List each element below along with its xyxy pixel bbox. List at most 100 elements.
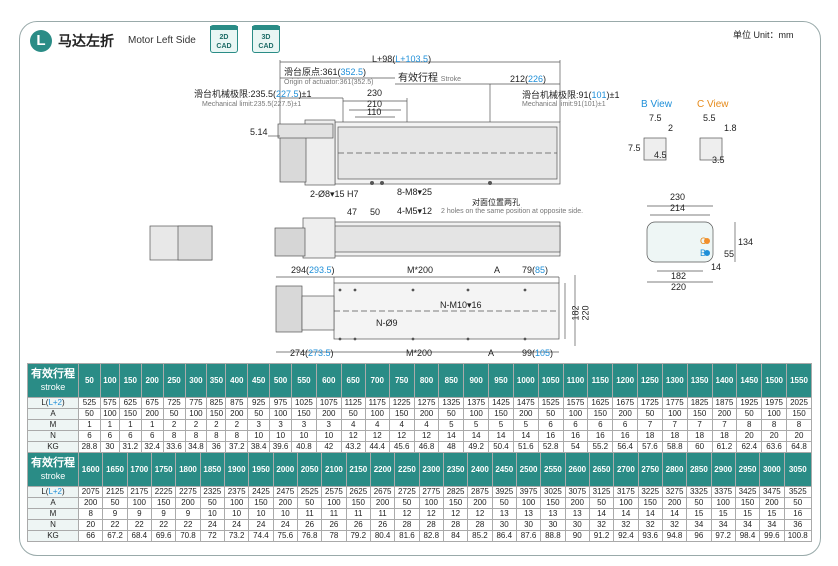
table-cell: 84 — [442, 530, 469, 542]
table-cell: 1525 — [537, 397, 564, 409]
table-cell: 10 — [269, 430, 293, 442]
table-cell: 150 — [248, 497, 274, 509]
table-cell: 48 — [438, 441, 465, 453]
table-cell: 85.2 — [467, 530, 493, 542]
stroke-cell: 1800 — [175, 452, 201, 487]
row-label: M — [27, 419, 79, 431]
stroke-cell: 50 — [78, 363, 101, 398]
table-cell: 63.6 — [761, 441, 787, 453]
table-cell: 12 — [364, 430, 390, 442]
table-cell: 3275 — [661, 486, 688, 498]
table-cell: 8 — [184, 430, 208, 442]
dim-99: 99(105) — [522, 348, 554, 358]
table-cell: 2275 — [175, 486, 201, 498]
end-dim-134: 134 — [738, 237, 754, 247]
end-dim-14: 14 — [711, 262, 722, 272]
table-cell: 200 — [759, 497, 785, 509]
table-cell: 200 — [225, 408, 249, 420]
c-dim-18: 1.8 — [724, 123, 737, 133]
stroke-cell: 2400 — [467, 452, 493, 487]
table-cell: 50 — [78, 408, 101, 420]
table-cell: 1575 — [562, 397, 589, 409]
dim-origin-en: Origin of actuator:361(352.5) — [284, 79, 374, 86]
table-cell: 3175 — [613, 486, 639, 498]
table-cell: 30 — [491, 519, 517, 531]
stroke-cell: 2800 — [661, 452, 688, 487]
table-cell: 50 — [438, 408, 465, 420]
stroke-cell: 1500 — [761, 363, 787, 398]
table-cell: 86.4 — [491, 530, 517, 542]
table-cell: 80.4 — [369, 530, 396, 542]
table-cell: 1175 — [364, 397, 390, 409]
table-cell: 50 — [340, 408, 366, 420]
table-cell: 2725 — [394, 486, 420, 498]
stroke-cell: 1850 — [199, 452, 225, 487]
table-cell: 6 — [99, 430, 120, 442]
table-cell: 50 — [637, 408, 663, 420]
table-cell: 50 — [102, 497, 128, 509]
stroke-cell: 1350 — [686, 363, 713, 398]
dim-a-top: A — [494, 265, 501, 275]
table-cell: 7 — [711, 419, 738, 431]
table-cell: 825 — [206, 397, 227, 409]
row-label: L(L+2) — [27, 486, 79, 498]
table-cell: 1225 — [388, 397, 415, 409]
table-cell: 24 — [272, 519, 298, 531]
table-cell: 31.2 — [118, 441, 142, 453]
table-cell: 13 — [540, 508, 566, 520]
stroke-cell: 700 — [364, 363, 390, 398]
table-cell: 150 — [206, 408, 227, 420]
table-cell: 28.8 — [78, 441, 101, 453]
stroke-cell: 2700 — [613, 452, 639, 487]
table-cell: 200 — [315, 408, 342, 420]
table-cell: 200 — [272, 497, 298, 509]
table-cell: 34 — [710, 519, 736, 531]
stroke-cell: 1100 — [562, 363, 589, 398]
stroke-cell: 2350 — [442, 452, 469, 487]
dim-212: 212(226) — [510, 74, 547, 84]
table-cell: 200 — [564, 497, 590, 509]
table-cell: 6 — [612, 419, 639, 431]
table-cell: 200 — [661, 497, 688, 509]
table-cell: 2 — [162, 419, 186, 431]
dim-274: 274(273.5) — [290, 348, 334, 358]
row-label: KG — [27, 530, 79, 542]
table-cell: 3975 — [515, 486, 542, 498]
stroke-cell: 2250 — [394, 452, 420, 487]
table-cell: 10 — [223, 508, 250, 520]
table-cell: 76.8 — [296, 530, 323, 542]
stroke-cell: 500 — [269, 363, 293, 398]
table-cell: 200 — [140, 408, 164, 420]
table-cell: 625 — [118, 397, 142, 409]
table-cell: 200 — [467, 497, 493, 509]
table-cell: 64.8 — [786, 441, 812, 453]
row-label: M — [27, 508, 79, 520]
table-cell: 1125 — [340, 397, 366, 409]
table-cell: 525 — [78, 397, 101, 409]
table-cell: 28 — [467, 519, 493, 531]
table-cell: 100 — [613, 497, 639, 509]
table-cell: 150 — [150, 497, 177, 509]
table-cell: 3125 — [588, 486, 615, 498]
table-cell: 88.8 — [540, 530, 566, 542]
table-cell: 6 — [537, 419, 564, 431]
cad-3d-icon[interactable]: 3D CAD — [252, 25, 280, 53]
table-cell: 925 — [247, 397, 271, 409]
table-cell: 10 — [247, 430, 271, 442]
table-cell: 82.8 — [418, 530, 444, 542]
table-cell: 9 — [102, 508, 128, 520]
table-cell: 49.2 — [463, 441, 490, 453]
table-cell: 7 — [686, 419, 713, 431]
holes-m5: 4-M5▾12 — [397, 206, 433, 216]
table-cell: 6 — [140, 430, 164, 442]
table-cell: 13 — [515, 508, 542, 520]
table-cell: 1825 — [686, 397, 713, 409]
table-cell: 3 — [315, 419, 342, 431]
stroke-cell: 300 — [184, 363, 208, 398]
table-cell: 2875 — [467, 486, 493, 498]
stroke-cell: 250 — [162, 363, 186, 398]
table-cell: 62.4 — [736, 441, 763, 453]
dim-a-bottom: A — [488, 348, 495, 358]
cad-2d-icon[interactable]: 2D CAD — [210, 25, 238, 53]
